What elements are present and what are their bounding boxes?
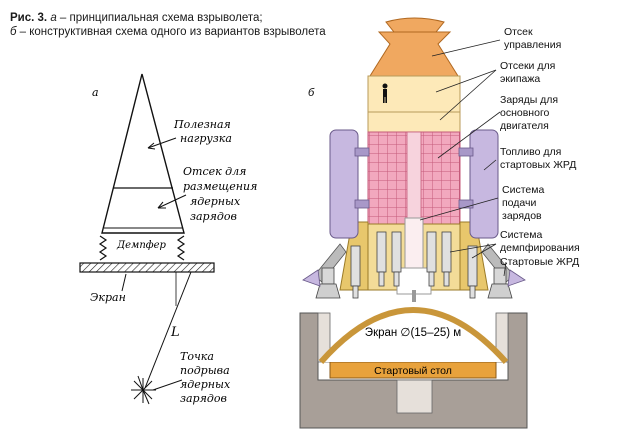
- distance-line: [144, 271, 192, 389]
- launch-engine-right: [487, 267, 526, 299]
- label-launch-engines: Стартовые ЖРД: [500, 256, 579, 268]
- panel-a-letter: а: [92, 86, 99, 99]
- label-crew-compartments: Отсеки для экипажа: [500, 60, 558, 85]
- label-damping-system: Система демпфирования: [500, 229, 580, 254]
- label-charges: Заряды для основного двигателя: [500, 94, 561, 132]
- label-feed-system: Система подачи зарядов: [502, 184, 547, 222]
- panel-a: а Демпфер Экран L Полезная нагрузка: [79, 73, 261, 405]
- caption-b-text: – конструктивная схема одного из вариант…: [16, 25, 326, 38]
- control-compartment: [369, 31, 459, 77]
- fuel-tank-right: [458, 129, 499, 239]
- payload-label: Полезная нагрузка: [173, 118, 234, 145]
- caption-fig-number: Рис. 3.: [10, 12, 48, 24]
- compartment-label: Отсек для размещения ядерных зарядов: [183, 165, 261, 223]
- screen-plate: [79, 262, 215, 273]
- pit-shaft: [396, 379, 433, 414]
- fuel-tank-left: [329, 129, 370, 239]
- damper-label: Демпфер: [116, 240, 167, 251]
- damper-spring-left: [98, 235, 108, 261]
- label-fuel: Топливо для стартовых ЖРД: [500, 146, 576, 171]
- leader-lines: [419, 39, 507, 277]
- launch-engine-left: [302, 267, 341, 299]
- damper-spring-right: [176, 235, 186, 261]
- screen-label: Экран: [90, 291, 126, 304]
- payload-cone: [101, 73, 185, 234]
- caption-a-letter: а: [50, 12, 57, 24]
- figure-caption: Рис. 3. а – принципиальная схема взрывол…: [10, 12, 340, 39]
- caption-a-text: – принципиальная схема взрыволета;: [56, 12, 263, 24]
- panel-b-letter: б: [308, 87, 315, 99]
- detonation-point-label: Точка подрыва ядерных зарядов: [180, 350, 234, 405]
- feed-tube: [406, 131, 422, 225]
- launch-table-label: Стартовый стол: [374, 365, 452, 377]
- label-control-compartment: Отсек управления: [504, 26, 561, 51]
- distance-label: L: [170, 325, 180, 340]
- panel-b: б Стартовый стол Экран ∅(15–25) м: [299, 17, 580, 429]
- screen-label-b: Экран ∅(15–25) м: [365, 327, 461, 339]
- caption-b-letter: б: [10, 25, 17, 38]
- damper-pistons: [350, 231, 478, 299]
- burst-icon: [131, 375, 156, 405]
- astronaut-icon: [382, 83, 388, 103]
- crew-compartment-1: [367, 75, 461, 113]
- screen-dome: [318, 307, 509, 365]
